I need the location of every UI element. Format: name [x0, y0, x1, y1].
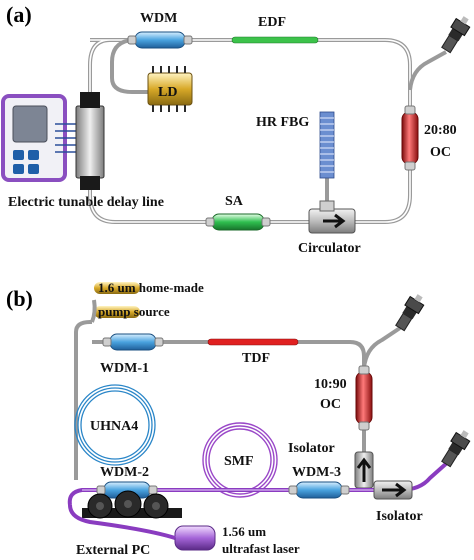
tdf-label: TDF — [242, 351, 270, 366]
fiber-connector-b-bottom — [441, 430, 471, 468]
uhna4-coil — [74, 384, 156, 466]
panel-b: (b) 1.6 um home-made pump source WDM-1 T… — [6, 280, 471, 558]
wdm-coupler — [127, 31, 193, 49]
pump-fiber-b — [90, 299, 97, 323]
pump-source-capsule-2 — [94, 306, 140, 318]
output-coupler-b — [355, 365, 373, 431]
output-fiber-b — [362, 326, 402, 369]
isolator-2-label: Isolator — [376, 509, 423, 524]
oc-ratio-label-b: 10:90 — [314, 377, 347, 392]
wdm1-label: WDM-1 — [100, 361, 149, 376]
circulator-label: Circulator — [298, 241, 361, 256]
panel-b-label: (b) — [6, 286, 33, 311]
ld-pigtail-fiber — [110, 38, 148, 94]
wdm-label: WDM — [140, 11, 177, 26]
isolator-1 — [354, 451, 374, 489]
wdm2-label: WDM-2 — [100, 465, 149, 480]
circulator-arrow-icon — [323, 213, 346, 229]
isolator-2-arrow-icon — [382, 482, 407, 498]
hr-fbg-label: HR FBG — [256, 115, 309, 130]
isolator-1-label: Isolator — [288, 441, 335, 456]
saturable-absorber — [205, 213, 271, 231]
output-coupler-a — [401, 105, 419, 171]
delay-line-controller — [1, 94, 80, 182]
pump-source-label-line2: pump source — [98, 304, 170, 319]
pump-source-capsule-1 — [94, 282, 140, 294]
wdm3-coupler — [288, 481, 350, 499]
oc-label-b: OC — [320, 397, 341, 412]
oc-label-a: OC — [430, 145, 451, 160]
output-fiber-a — [408, 50, 447, 91]
wdm3-label: WDM-3 — [292, 465, 341, 480]
delay-line-stage — [75, 92, 105, 190]
uhna4-label: UHNA4 — [90, 419, 138, 434]
isolator-1-arrow-icon — [356, 457, 372, 482]
ld-pump-diode — [147, 66, 193, 112]
edf-fiber — [231, 36, 319, 44]
oc-ratio-label-a: 20:80 — [424, 123, 457, 138]
ring-fiber-a-core — [89, 39, 411, 223]
smf-label: SMF — [224, 454, 254, 469]
fiber-connector-b-top — [395, 294, 425, 332]
delay-line-label: Electric tunable delay line — [8, 195, 164, 210]
sa-label: SA — [225, 194, 244, 209]
panel-a: (a) WDM EDF LD — [1, 2, 471, 256]
external-pc-label: External PC — [76, 543, 150, 558]
fiber-connector-a — [441, 16, 471, 54]
laser-fiber — [68, 504, 176, 540]
ld-label: LD — [158, 85, 177, 100]
laser-label-line2: ultrafast laser — [222, 541, 300, 556]
isolator-2 — [373, 480, 413, 500]
circulator — [308, 200, 356, 234]
external-pc-paddles — [82, 490, 182, 519]
laser-label-line1: 1.56 um — [222, 524, 266, 539]
tdf-fiber — [207, 338, 299, 346]
pump-source-label-line1: 1.6 um home-made — [98, 280, 204, 295]
ultrafast-laser-capsule — [174, 525, 216, 551]
panel-a-label: (a) — [6, 2, 32, 27]
wdm2-coupler — [96, 481, 158, 499]
hr-fbg-grating — [319, 111, 335, 179]
edf-label: EDF — [258, 15, 286, 30]
wdm1-coupler — [102, 333, 164, 351]
